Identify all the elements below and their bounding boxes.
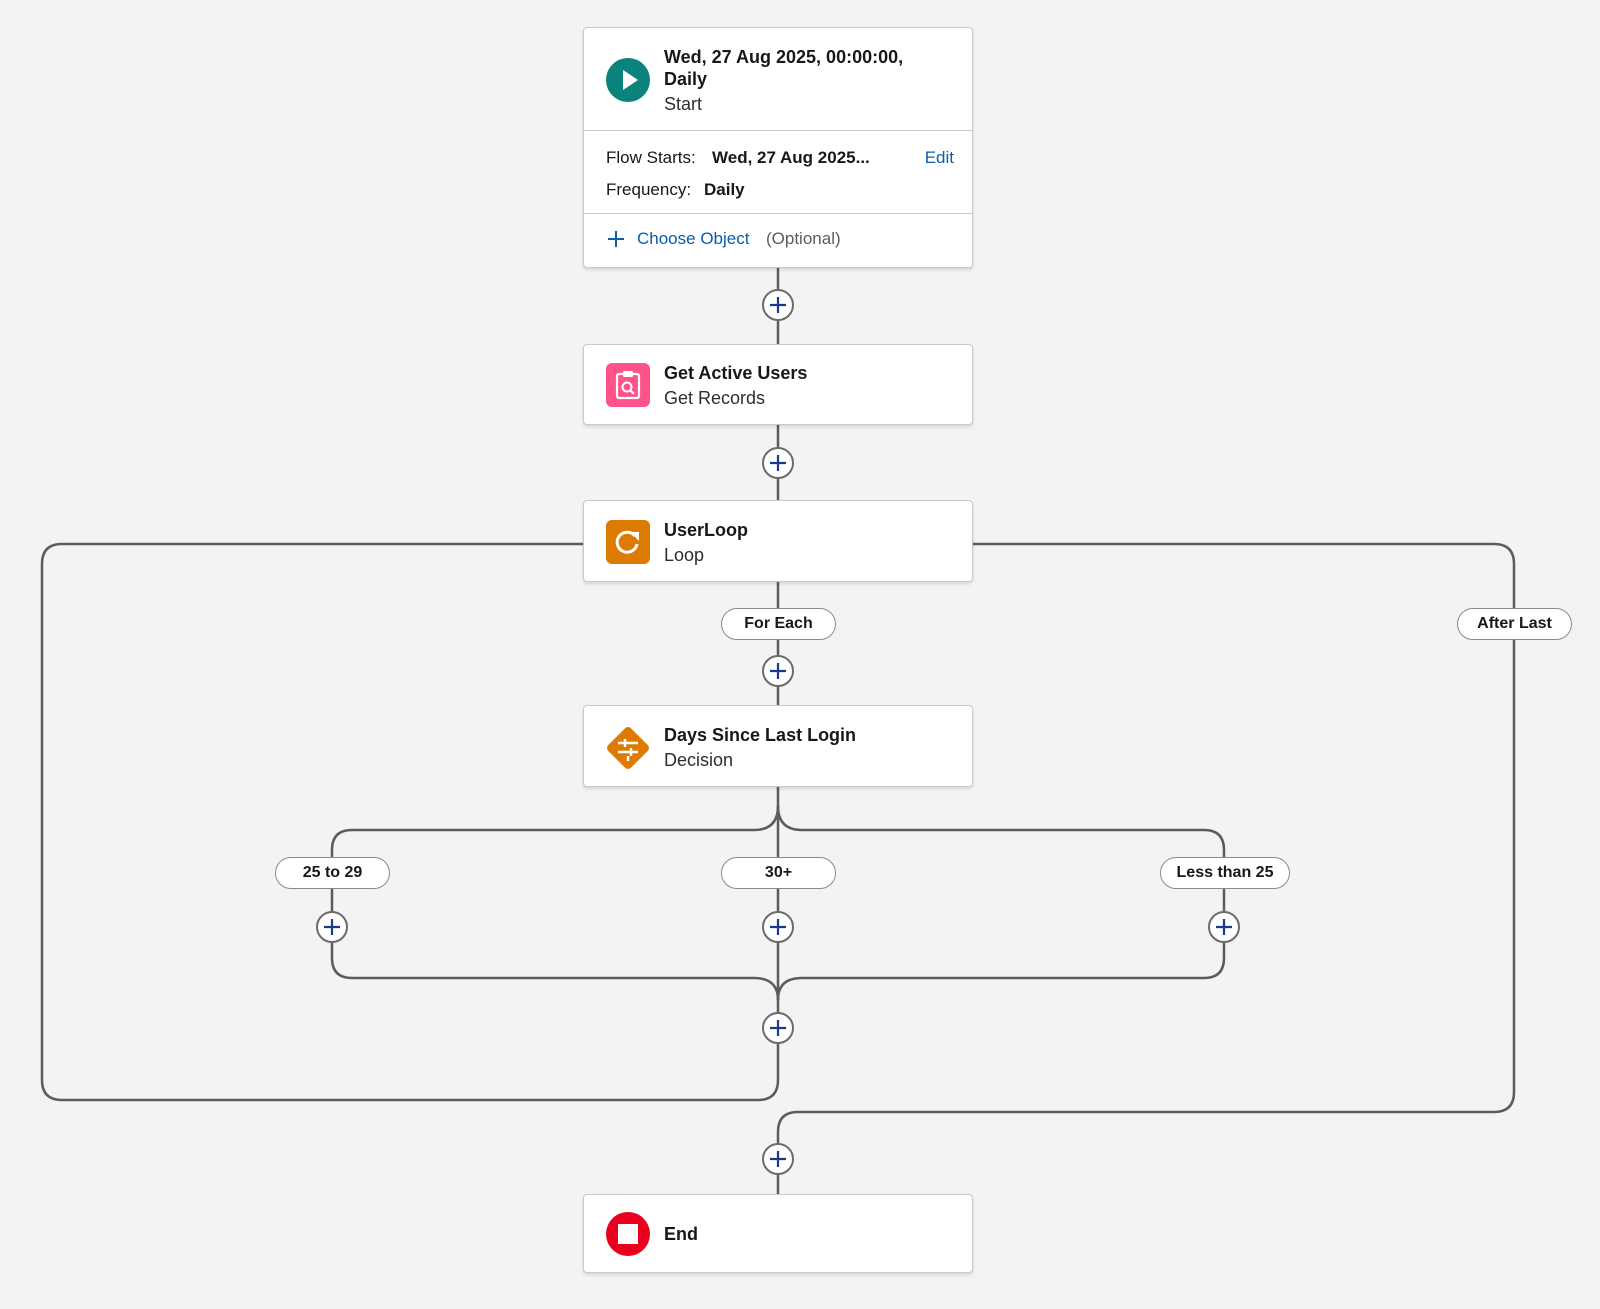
stop-icon	[606, 1212, 650, 1256]
edit-link[interactable]: Edit	[924, 148, 954, 167]
get-records-node[interactable]: Get Active Users Get Records	[583, 344, 973, 425]
outcome-label-2: 30+	[721, 857, 836, 889]
start-details: Flow Starts: Wed, 27 Aug 2025... Edit Fr…	[584, 131, 972, 214]
decision-title: Days Since Last Login	[664, 725, 857, 745]
plus-icon	[770, 455, 786, 471]
add-element-button[interactable]	[762, 1143, 794, 1175]
get-records-title: Get Active Users	[664, 363, 808, 383]
connector-after-last	[776, 542, 1516, 1195]
flow-starts-label: Flow Starts:	[606, 148, 696, 167]
get-records-type: Get Records	[664, 388, 766, 408]
get-records-icon	[606, 363, 650, 407]
plus-icon	[770, 919, 786, 935]
outcome-label-3: Less than 25	[1160, 857, 1290, 889]
end-title: End	[664, 1224, 698, 1244]
add-element-button[interactable]	[762, 655, 794, 687]
plus-icon	[606, 229, 626, 254]
loop-title: UserLoop	[664, 520, 749, 540]
connector-outcome-3	[776, 805, 1226, 1001]
add-element-button[interactable]	[316, 911, 348, 943]
add-element-button[interactable]	[762, 289, 794, 321]
choose-object-row[interactable]: Choose Object (Optional)	[584, 214, 972, 268]
start-node-title: Wed, 27 Aug 2025, 00:00:00, Daily	[664, 47, 904, 89]
plus-icon	[770, 297, 786, 313]
add-element-button[interactable]	[762, 447, 794, 479]
add-element-button[interactable]	[1208, 911, 1240, 943]
add-element-button[interactable]	[762, 1012, 794, 1044]
decision-node[interactable]: Days Since Last Login Decision	[583, 705, 973, 787]
play-icon	[606, 58, 650, 102]
for-each-label: For Each	[721, 608, 836, 640]
start-node-type: Start	[664, 94, 703, 114]
loop-icon	[606, 520, 650, 564]
after-last-label: After Last	[1457, 608, 1572, 640]
decision-type: Decision	[664, 750, 734, 770]
connector-outcome-1	[330, 805, 780, 1001]
plus-icon	[1216, 919, 1232, 935]
optional-label: (Optional)	[766, 229, 841, 248]
loop-node[interactable]: UserLoop Loop	[583, 500, 973, 582]
outcome-label-1: 25 to 29	[275, 857, 390, 889]
plus-icon	[324, 919, 340, 935]
start-node[interactable]: Wed, 27 Aug 2025, 00:00:00, Daily Start …	[583, 27, 973, 268]
frequency-value: Daily	[704, 180, 745, 199]
plus-icon	[770, 1151, 786, 1167]
loop-type: Loop	[664, 545, 705, 565]
add-element-button[interactable]	[762, 911, 794, 943]
end-node[interactable]: End	[583, 1194, 973, 1273]
frequency-label: Frequency:	[606, 180, 692, 199]
plus-icon	[770, 663, 786, 679]
connector-loop-back	[40, 542, 780, 1102]
plus-icon	[770, 1020, 786, 1036]
flow-starts-value: Wed, 27 Aug 2025...	[712, 148, 870, 167]
decision-icon	[601, 721, 655, 775]
choose-object-link[interactable]: Choose Object	[637, 229, 750, 248]
